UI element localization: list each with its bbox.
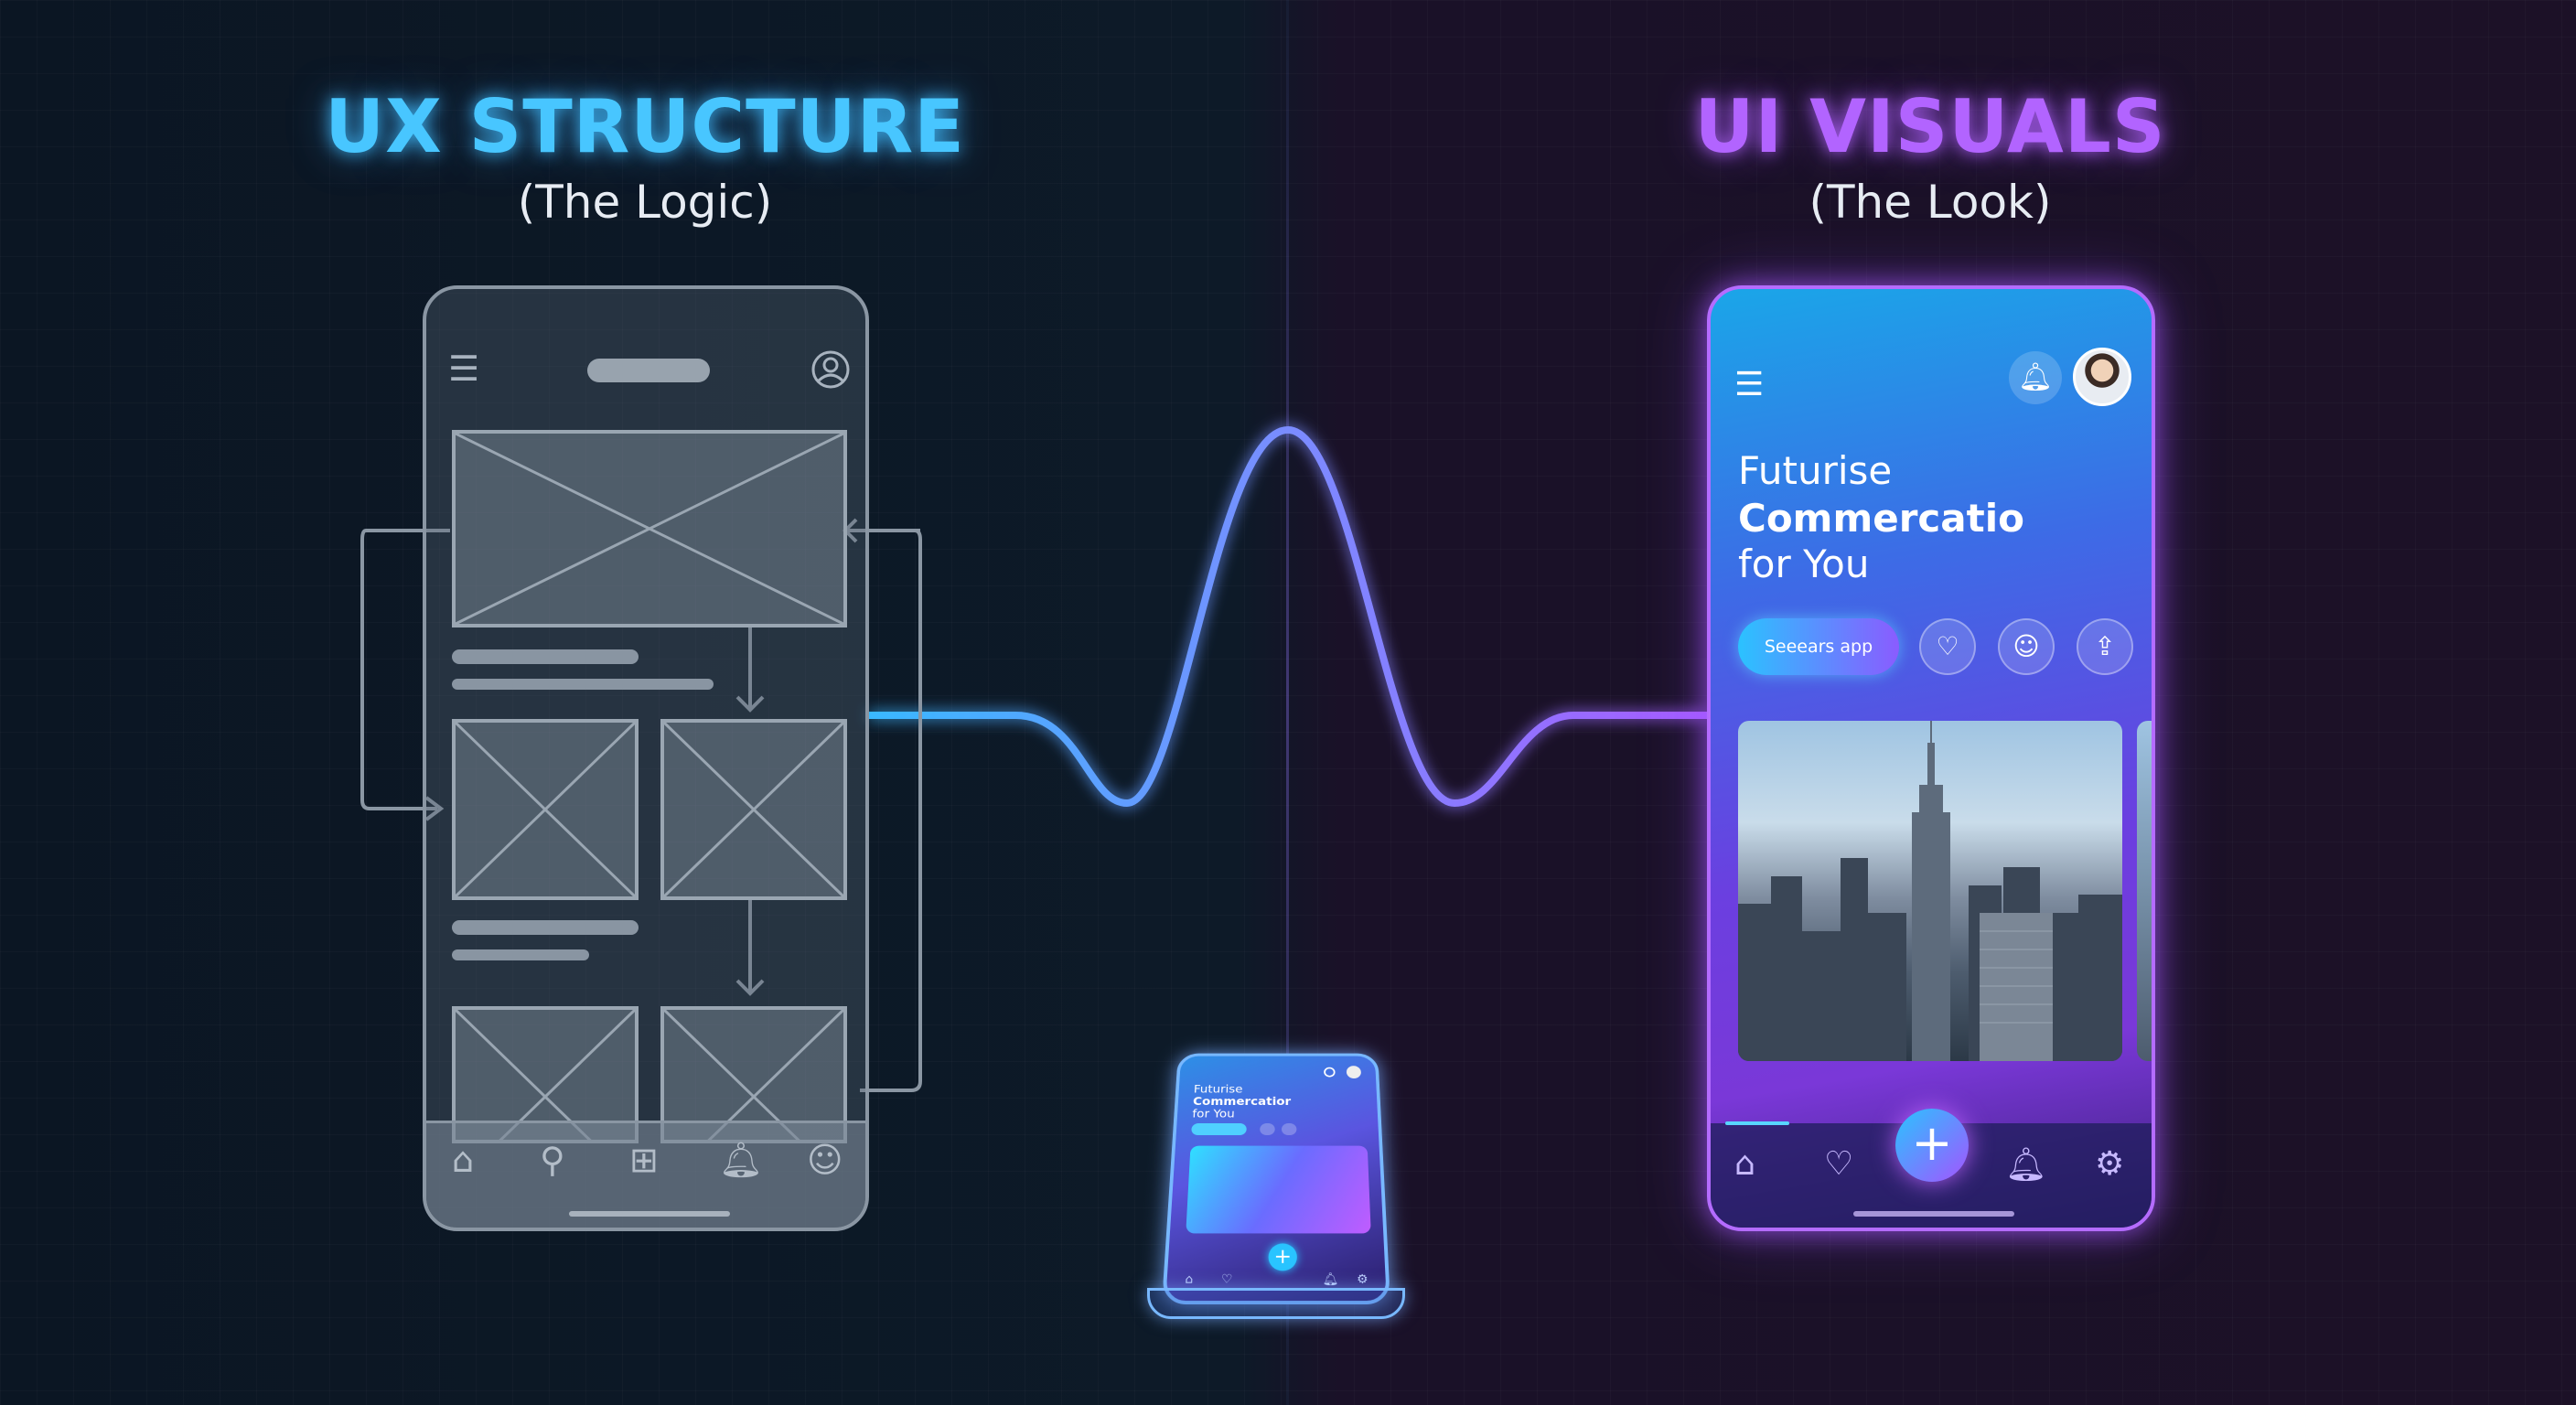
settings-icon[interactable]: ⚙ xyxy=(2095,1145,2124,1183)
home-icon[interactable]: ⌂ xyxy=(1734,1145,1755,1183)
bell-icon: 🔔︎ xyxy=(1322,1272,1338,1286)
active-tab-indicator xyxy=(1725,1121,1789,1125)
next-photo-peek[interactable] xyxy=(2137,721,2155,1061)
avatar[interactable] xyxy=(2073,348,2131,406)
bell-icon[interactable]: 🔔︎ xyxy=(2009,351,2062,404)
city-skyline xyxy=(1738,721,2122,1061)
hero-image-placeholder xyxy=(452,430,847,627)
text-line-placeholder xyxy=(452,679,714,690)
mini-headline-line2: Commercatior xyxy=(1193,1096,1291,1107)
profile-icon: ☺ xyxy=(807,1140,843,1180)
share-icon[interactable]: ⇪ xyxy=(2077,618,2133,675)
card-image-placeholder xyxy=(452,719,639,900)
heart-icon xyxy=(1260,1123,1275,1135)
add-button: + xyxy=(1268,1243,1296,1271)
search-icon: ⚲ xyxy=(540,1140,565,1180)
wireframe-phone: ☰ ⌂ ⚲ ⊞ 🔔︎ ☺ xyxy=(423,285,869,1231)
wireframe-title-placeholder xyxy=(587,359,710,382)
mini-gradient-card xyxy=(1186,1146,1370,1234)
bell-icon[interactable]: 🔔︎ xyxy=(2005,1145,2047,1184)
bell-icon: 🔔︎ xyxy=(719,1140,763,1181)
settings-icon: ⚙ xyxy=(1357,1272,1368,1286)
cta-button[interactable]: Seeears app xyxy=(1738,618,1899,675)
home-indicator xyxy=(1853,1211,2014,1217)
city-photo[interactable] xyxy=(1738,721,2122,1061)
headline-line3: for You xyxy=(1738,542,1870,586)
headline-line1: Futurise xyxy=(1738,448,1892,493)
mini-cta-button xyxy=(1191,1123,1247,1135)
add-button[interactable]: + xyxy=(1895,1109,1969,1182)
smile-icon xyxy=(1282,1123,1296,1135)
heart-icon: ♡ xyxy=(1221,1272,1233,1286)
avatar xyxy=(1347,1066,1361,1078)
home-icon: ⌂ xyxy=(452,1140,474,1180)
heart-icon[interactable]: ♡ xyxy=(1824,1145,1853,1183)
headline-line2: Commercatio xyxy=(1738,496,2024,541)
add-icon: ⊞ xyxy=(629,1140,659,1180)
card-image-placeholder xyxy=(660,719,847,900)
mini-headline-line3: for You xyxy=(1192,1109,1235,1120)
smile-icon[interactable]: ☺ xyxy=(1998,618,2055,675)
wireframe-tab-bar: ⌂ ⚲ ⊞ 🔔︎ ☺ xyxy=(426,1121,865,1228)
home-indicator xyxy=(569,1211,730,1217)
ui-phone: ☰ 🔔︎ Futurise Commercatio for You Seeear… xyxy=(1707,285,2155,1231)
mini-phone: Futurise Commercatior for You + ⌂ ♡ 🔔︎ ⚙ xyxy=(1134,1003,1447,1332)
text-line-placeholder xyxy=(452,649,639,664)
home-icon: ⌂ xyxy=(1185,1272,1194,1286)
menu-icon: ☰ xyxy=(448,351,479,386)
mini-headline-line1: Futurise xyxy=(1194,1084,1243,1095)
mini-phone-edge xyxy=(1147,1288,1405,1319)
heart-icon[interactable]: ♡ xyxy=(1919,618,1976,675)
text-line-placeholder xyxy=(452,920,639,935)
menu-icon[interactable]: ☰ xyxy=(1734,366,1764,403)
bell-icon xyxy=(1324,1067,1336,1078)
profile-icon xyxy=(810,349,851,395)
mini-phone-screen: Futurise Commercatior for You + ⌂ ♡ 🔔︎ ⚙ xyxy=(1162,1054,1390,1304)
text-line-placeholder xyxy=(452,949,589,960)
